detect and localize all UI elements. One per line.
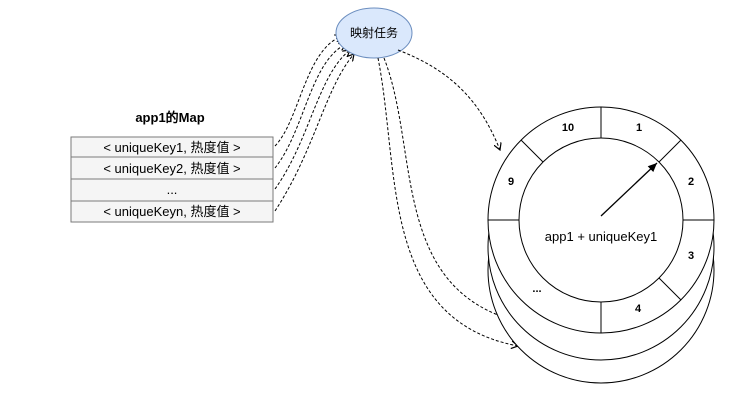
- arrow-row2-to-task: [274, 44, 346, 169]
- segment-label-10: 10: [562, 122, 574, 134]
- divider-upper-right: [658, 139, 682, 163]
- map-title: app1的Map: [135, 110, 204, 125]
- arrow-task-to-ring-bottom: [377, 57, 518, 346]
- map-row-2: < uniqueKey2, 热度值 >: [103, 161, 240, 176]
- mapping-task-node: [335, 7, 413, 59]
- map-row-4: < uniqueKeyn, 热度值 >: [103, 204, 240, 219]
- ring-dividers: [488, 107, 714, 333]
- arrow-task-to-ring-top: [397, 49, 500, 150]
- arrow-task-to-ring-middle: [383, 57, 520, 322]
- segment-label-9: 9: [508, 176, 514, 188]
- segment-label-3: 3: [688, 250, 694, 262]
- segment-label-2: 2: [688, 176, 694, 188]
- ring-center-label: app1 + uniqueKey1: [545, 229, 657, 244]
- map-row-3: ...: [167, 182, 178, 197]
- ring-inner: [518, 137, 684, 303]
- arrow-row4-to-task: [274, 54, 354, 212]
- ring-segment-labels: 10 1 2 3 4 ... 9: [508, 122, 694, 315]
- map-table: < uniqueKey1, 热度值 > < uniqueKey2, 热度值 > …: [70, 136, 274, 223]
- map-row-4-box: [70, 200, 274, 223]
- divider-lower-right: [658, 277, 682, 301]
- segment-label-4: 4: [635, 303, 642, 315]
- pointer-arrow: [600, 162, 658, 217]
- divider-upper-left: [520, 139, 544, 163]
- arrow-row3-to-task: [274, 50, 350, 190]
- segment-label-1: 1: [636, 122, 642, 134]
- map-row-1: < uniqueKey1, 热度值 >: [103, 140, 240, 155]
- task-to-ring-arrows: [377, 49, 520, 346]
- map-to-task-arrows: [274, 36, 354, 212]
- arrow-row1-to-task: [274, 36, 342, 147]
- segment-label-ellipsis: ...: [532, 283, 541, 295]
- mapping-task-label: 映射任务: [350, 25, 398, 40]
